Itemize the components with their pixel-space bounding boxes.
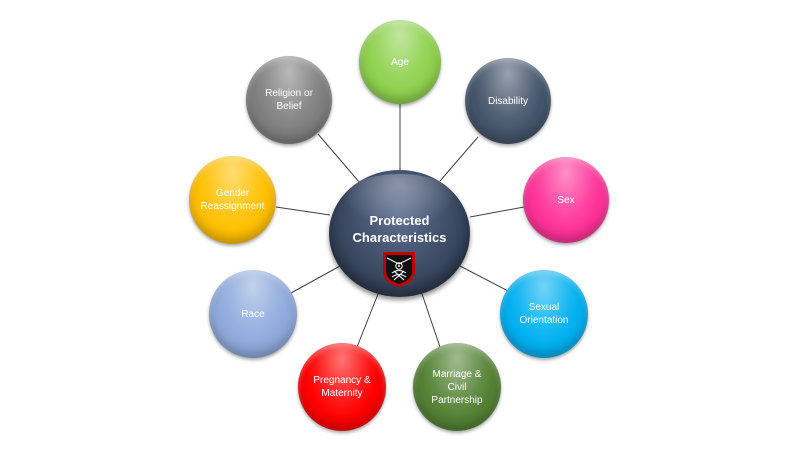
connector-marriage	[419, 287, 441, 348]
node-pregnancy-label: Pregnancy & Maternity	[313, 375, 371, 399]
node-disability-label: Disability	[487, 95, 528, 107]
node-religion-label: Religion or Belief	[265, 88, 313, 112]
node-age-label: Age	[391, 56, 409, 68]
node-race: Race	[209, 270, 297, 358]
connector-disability	[439, 136, 479, 182]
node-sexual-orientation: Sexual Orientation	[500, 270, 588, 358]
node-pregnancy: Pregnancy & Maternity	[298, 343, 386, 431]
node-sex: Sex	[523, 157, 609, 243]
node-gender-reassignment: Gender Reassignment	[189, 156, 276, 244]
connector-sex	[469, 206, 525, 218]
school-crest-icon	[383, 252, 415, 287]
connector-pregnancy	[356, 288, 381, 348]
node-disability: Disability	[465, 58, 551, 144]
center-title: Protected Characteristics	[352, 213, 447, 245]
center-node: Protected Characteristics	[329, 170, 470, 297]
node-sex-label: Sex	[557, 194, 575, 206]
node-marriage: Marriage & Civil Partnership	[413, 343, 501, 431]
connector-sexual-orientation	[459, 265, 511, 293]
node-race-label: Race	[241, 308, 265, 320]
connector-gender-reassignment	[275, 206, 331, 216]
connector-race	[290, 265, 341, 294]
node-gender-reassignment-label: Gender Reassignment	[200, 188, 265, 212]
node-marriage-label: Marriage & Civil Partnership	[431, 368, 483, 406]
node-age: Age	[359, 20, 441, 104]
connector-religion	[317, 133, 361, 184]
node-sexual-orientation-label: Sexual Orientation	[519, 302, 569, 326]
node-religion: Religion or Belief	[246, 56, 332, 144]
